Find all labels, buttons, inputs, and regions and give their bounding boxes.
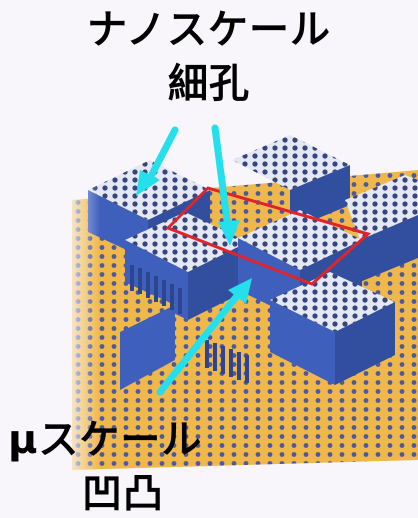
microscale-label-line1: μスケール <box>8 417 203 463</box>
micro-teeth-front <box>205 340 249 383</box>
nanoscale-label-line1: ナノスケール <box>87 7 331 53</box>
nanoscale-label-line2: 細孔 <box>168 61 250 107</box>
micro-teeth-left <box>130 265 182 314</box>
cyan-arrow-icon <box>156 278 252 396</box>
cyan-arrow-icon <box>211 124 240 246</box>
micro-block-front-center <box>270 272 395 385</box>
micro-block-far-right <box>345 175 418 282</box>
left-fade <box>60 150 100 490</box>
microscale-label-line2: 凹凸 <box>82 471 164 517</box>
cyan-arrow-icon <box>136 126 179 196</box>
micro-block-front-right <box>350 360 418 440</box>
highlight-box <box>165 186 372 286</box>
